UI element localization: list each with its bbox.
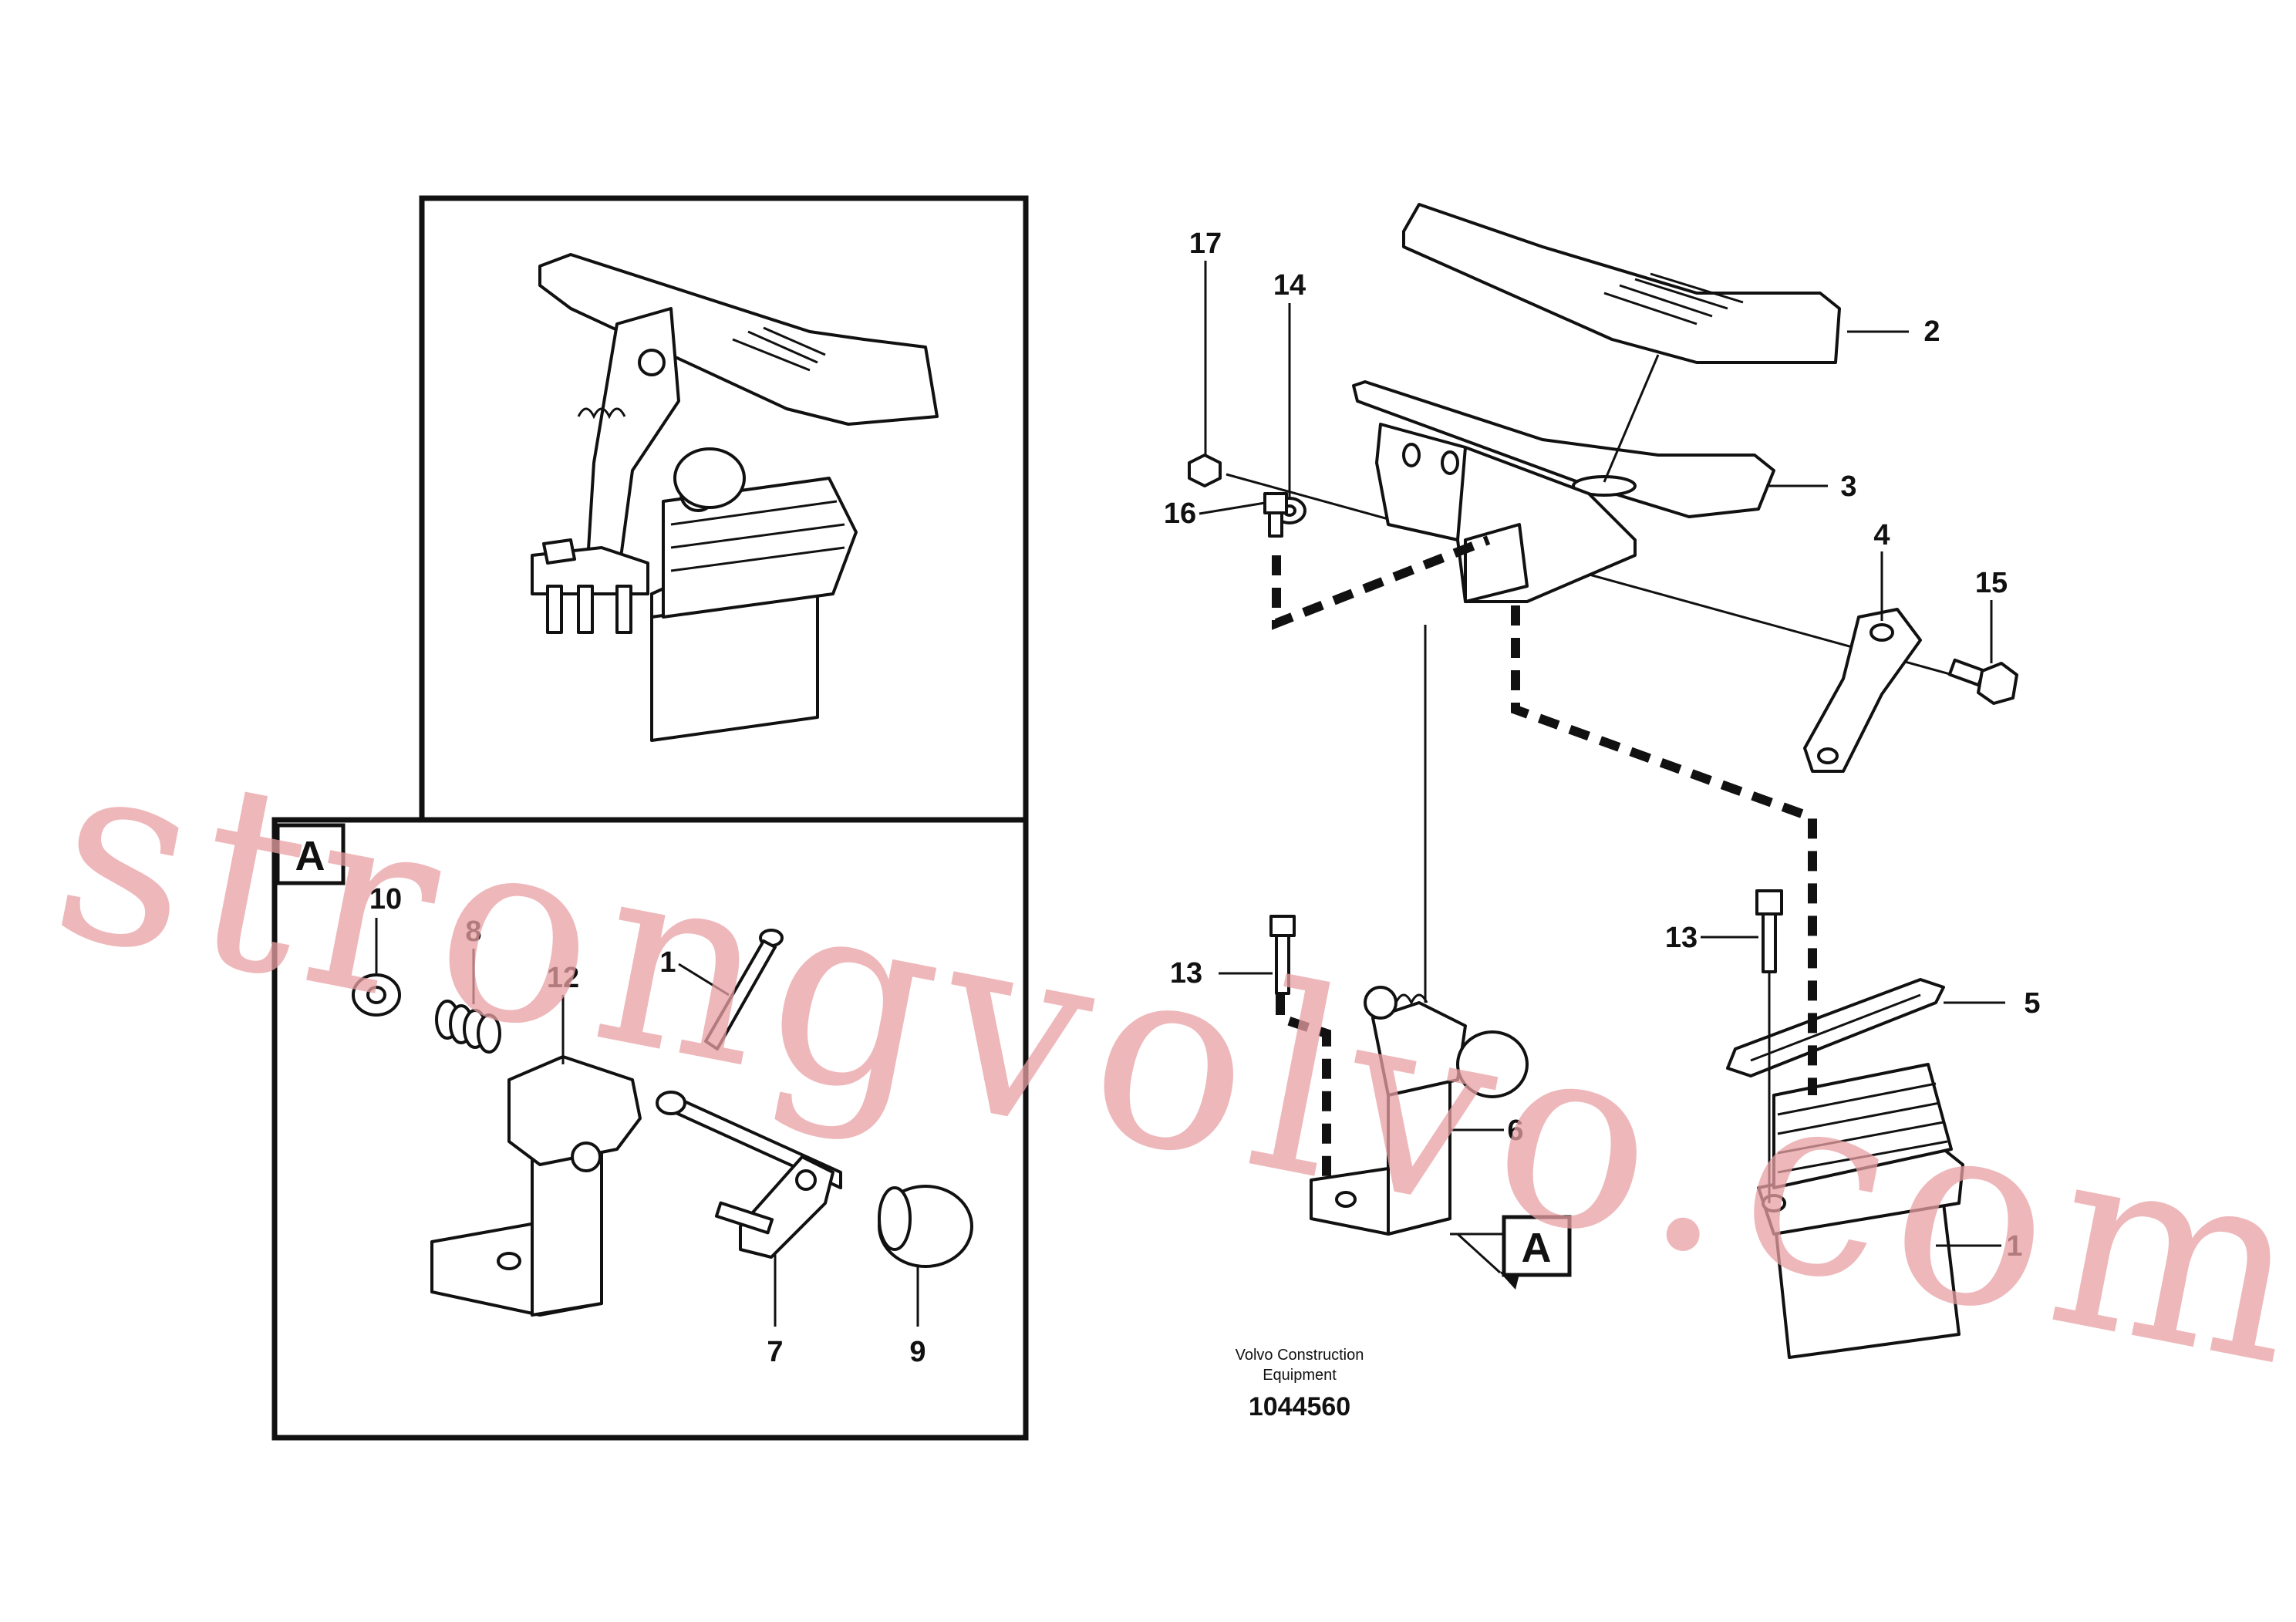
callout-1: 1	[2006, 1230, 2022, 1263]
callout-17: 17	[1189, 228, 1222, 260]
callout-labels: 17 14 2 3 16 4 15 13 13 5 1 6 10 8 12 1 …	[369, 228, 2041, 1368]
caption-line-1: Volvo Construction	[1236, 1347, 1364, 1364]
caption-line-2: Equipment	[1263, 1367, 1337, 1384]
callout-12: 12	[547, 962, 579, 994]
detail-view-frame	[271, 817, 1029, 1441]
callout-16: 16	[1164, 497, 1196, 530]
callout-13-left: 13	[1170, 957, 1202, 990]
part-number: 1044560	[1249, 1392, 1350, 1421]
callout-8: 8	[465, 916, 481, 948]
callout-9: 9	[909, 1336, 925, 1368]
callout-7: 7	[767, 1336, 783, 1368]
detail-a-assembly	[1310, 986, 1529, 1236]
screw-16	[1263, 492, 1288, 538]
main-exploded-parts	[1188, 203, 2018, 1359]
nut-17	[1188, 454, 1222, 487]
callout-10: 10	[369, 883, 402, 916]
pedal-plate-3	[1352, 380, 1775, 518]
callout-13-right: 13	[1665, 922, 1698, 954]
callout-4: 4	[1873, 519, 1890, 551]
bolt-15	[1947, 658, 2018, 705]
screw-13-right	[1755, 889, 1783, 973]
pin-1	[704, 929, 784, 1050]
callout-15: 15	[1975, 567, 2008, 599]
leader-lines	[375, 261, 2005, 1327]
callout-5: 5	[2024, 987, 2040, 1020]
detail-a-parts	[352, 929, 973, 1317]
pedal-base-bracket	[1375, 423, 1637, 603]
assembled-pedal-unit	[531, 253, 939, 742]
gasket-5	[1726, 978, 1945, 1077]
screw-13-left	[1269, 915, 1296, 995]
callout-6: 6	[1507, 1114, 1523, 1147]
view-a-pointer: A	[1456, 1215, 1572, 1290]
lever-7	[714, 1155, 834, 1259]
knob-9	[878, 1185, 973, 1268]
callout-1-detail: 1	[659, 946, 676, 979]
spring-8	[435, 1000, 501, 1054]
bracket-12	[430, 1055, 642, 1317]
detail-a-label: A	[295, 833, 325, 879]
watermark: strongvolvo.com	[35, 698, 2296, 1425]
callout-2: 2	[1923, 315, 1940, 348]
view-a-pointer-label: A	[1522, 1225, 1552, 1271]
callout-3: 3	[1840, 470, 1856, 503]
pedal-cover-2	[1402, 203, 1841, 364]
assembly-dashed-lines	[1272, 535, 1817, 1203]
detail-a-label-box	[275, 823, 346, 885]
arm-4	[1803, 608, 1922, 773]
pedal-housing-1	[1757, 1063, 1964, 1359]
callout-14: 14	[1273, 269, 1306, 302]
